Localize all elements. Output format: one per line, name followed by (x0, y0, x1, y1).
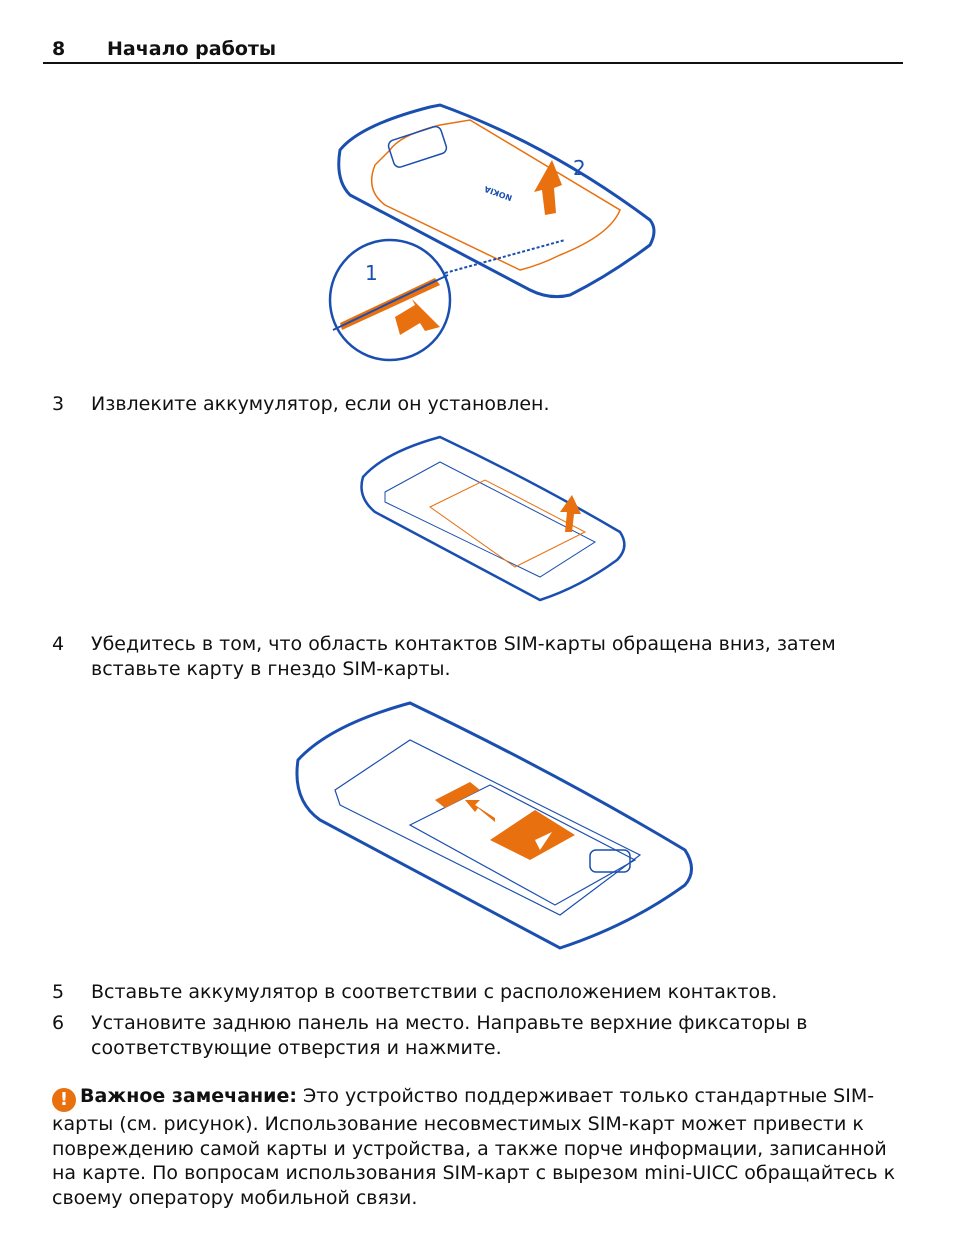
note-title: Важное замечание: (80, 1085, 297, 1107)
exclamation-icon: ! (52, 1088, 76, 1112)
step-text: Вставьте аккумулятор в соответствии с ра… (91, 981, 778, 1003)
insert-arrow-icon (465, 800, 495, 822)
step-text: Извлеките аккумулятор, если он установле… (91, 393, 550, 415)
note-text: Это устройство поддерживает только станд… (52, 1085, 896, 1209)
step-number: 5 (52, 981, 65, 1003)
important-note: !Важное замечание: Это устройство поддер… (52, 1084, 902, 1210)
page-number: 8 (52, 38, 66, 60)
figure-label-1: 1 (365, 261, 378, 285)
push-arrow-icon (395, 299, 440, 335)
remove-back-cover-illustration: NOKIA 2 1 (328, 103, 656, 362)
page-title: Начало работы (107, 38, 277, 60)
figure-label-2: 2 (573, 156, 586, 180)
arrow-up-icon (560, 495, 581, 532)
nokia-logo: NOKIA (482, 184, 513, 203)
step-text: Установите заднюю панель на место. Напра… (91, 1012, 808, 1059)
step-number: 3 (52, 393, 65, 415)
step-number: 4 (52, 633, 65, 655)
arrow-up-icon (534, 160, 562, 215)
header-divider (43, 62, 903, 64)
sim-card-icon (490, 810, 575, 860)
insert-sim-illustration (295, 701, 693, 950)
step-text: Убедитесь в том, что область контактов S… (91, 633, 836, 680)
remove-battery-illustration (360, 435, 626, 602)
step-number: 6 (52, 1012, 65, 1034)
